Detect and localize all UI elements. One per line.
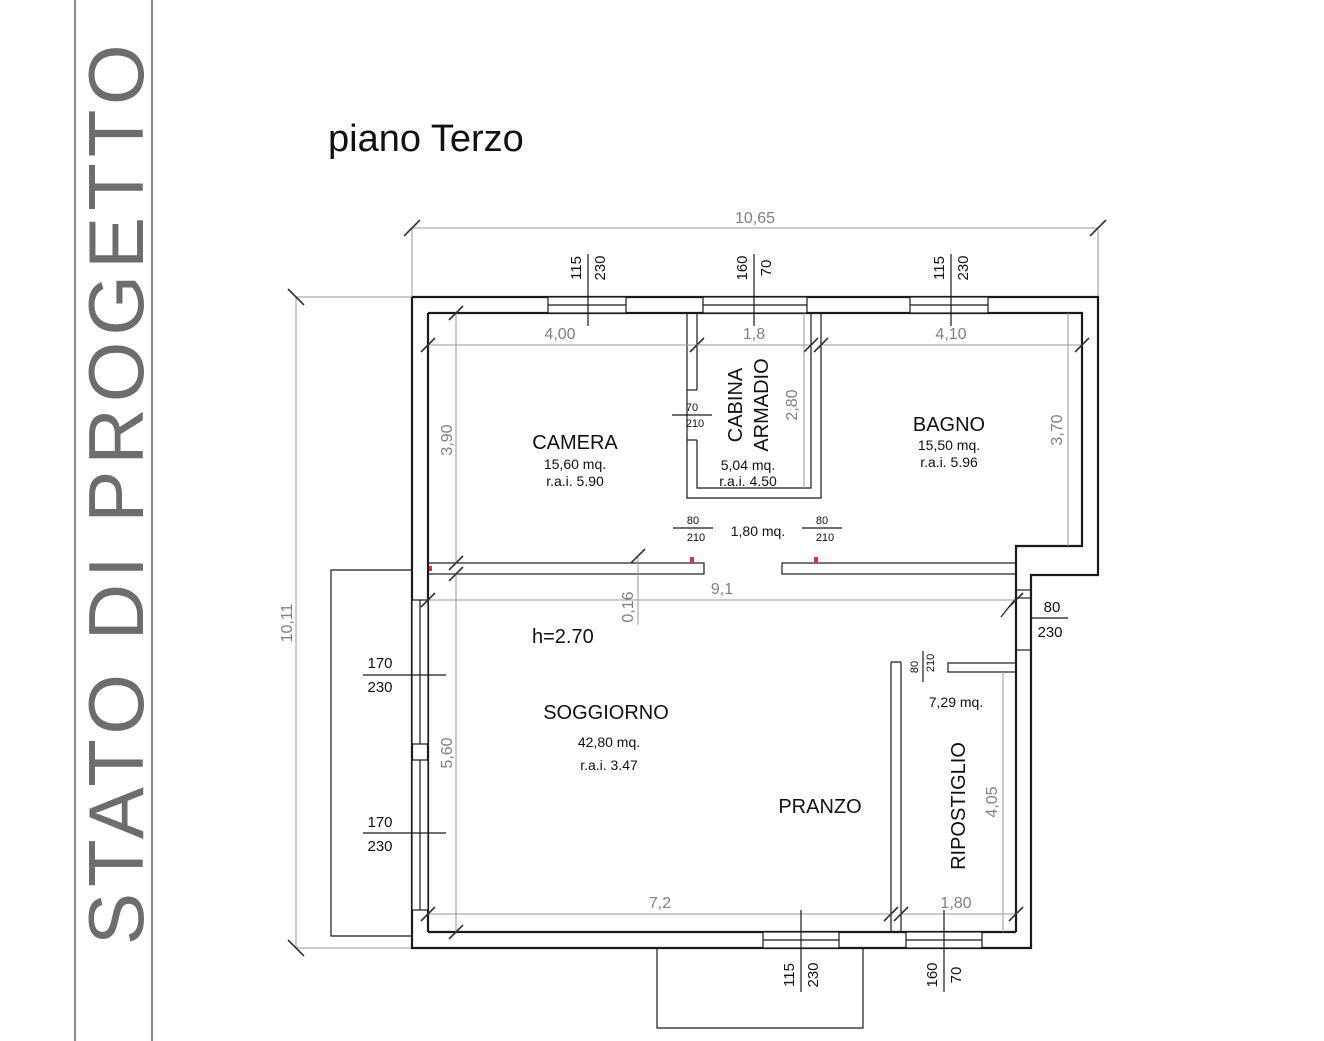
win-soggiorno-1-width: 170 — [367, 655, 392, 672]
overall-width-label: 10,65 — [735, 210, 775, 227]
win-cabina-height: 70 — [758, 260, 775, 277]
interior-walls — [427, 313, 1031, 932]
pranzo-name: PRANZO — [778, 796, 861, 818]
interior-dimensions: 4,00 1,8 4,10 3,90 2,80 3,70 9,1 0,16 — [420, 305, 1090, 940]
opening-win-camera: 115 230 — [568, 254, 609, 326]
cabina-area: 5,04 mq. — [721, 457, 775, 473]
opening-win-bagno: 115 230 — [931, 254, 972, 326]
door-ripostiglio-height: 210 — [925, 654, 937, 672]
ripostiglio-height-label: 4,05 — [984, 786, 1001, 817]
opening-win-soggiorno-1: 170 230 — [363, 655, 446, 696]
cabina-width-label: 1,8 — [743, 326, 765, 343]
cabina-height-label: 2,80 — [784, 389, 801, 420]
door-cabina-height: 210 — [686, 418, 704, 430]
win-camera-width: 115 — [568, 256, 585, 280]
bagno-name: BAGNO — [913, 414, 985, 436]
corridor-depth-label: 0,16 — [620, 591, 637, 622]
opening-win-soggiorno-2: 170 230 — [363, 814, 446, 855]
windows — [411, 296, 989, 949]
door-entrance-height: 230 — [1037, 624, 1062, 641]
win-bottom-2-height: 70 — [948, 967, 965, 984]
floor-title: piano Terzo — [328, 118, 524, 160]
opening-door-cabina: 70 210 — [672, 402, 712, 430]
cabina-name-line2: ARMADIO — [751, 358, 773, 451]
opening-door-ripostiglio: 80 210 — [909, 651, 937, 682]
soggiorno-width-label: 7,2 — [649, 895, 671, 912]
camera-width-label: 4,00 — [544, 326, 575, 343]
balcony-bottom — [656, 948, 864, 1029]
room-soggiorno: h=2.70 SOGGIORNO 42,80 mq. r.a.i. 3.47 — [532, 626, 669, 773]
camera-rai: r.a.i. 5.90 — [546, 473, 604, 489]
bagno-width-label: 4,10 — [935, 326, 966, 343]
win-bagno-height: 230 — [955, 255, 972, 280]
soggiorno-rai: r.a.i. 3.47 — [580, 757, 638, 773]
overall-height-dimension: 10,11 — [279, 288, 412, 957]
soggiorno-name: SOGGIORNO — [543, 702, 669, 724]
opening-win-bottom-1: 115 230 — [781, 910, 822, 992]
room-bagno: BAGNO 15,50 mq. r.a.i. 5.96 — [913, 414, 985, 470]
overall-width-dimension: 10,65 — [403, 210, 1107, 297]
door-bagno-height: 210 — [816, 532, 834, 544]
opening-win-cabina: 160 70 — [734, 254, 775, 326]
corridor-area: 1,80 mq. — [731, 523, 785, 539]
cabina-rai: r.a.i. 4.50 — [719, 473, 777, 489]
door-camera-width: 80 — [687, 515, 699, 527]
win-soggiorno-2-height: 230 — [367, 838, 392, 855]
win-soggiorno-2-width: 170 — [367, 814, 392, 831]
soggiorno-height: h=2.70 — [532, 626, 594, 648]
corridor-width-label: 9,1 — [711, 581, 733, 598]
ripostiglio-width-label: 1,80 — [940, 895, 971, 912]
win-bottom-2-width: 160 — [924, 962, 941, 987]
door-bagno-width: 80 — [816, 515, 828, 527]
side-title-frame: STATO DI PROGETTO — [72, 0, 160, 1041]
bagno-area: 15,50 mq. — [918, 437, 980, 453]
side-title: STATO DI PROGETTO — [72, 38, 160, 945]
soggiorno-area: 42,80 mq. — [578, 734, 640, 750]
soggiorno-height-label: 5,60 — [439, 737, 456, 768]
cabina-name-line1: CABINA — [725, 367, 747, 442]
door-ripostiglio-width: 80 — [909, 661, 921, 673]
room-cabina-armadio: CABINA ARMADIO 5,04 mq. r.a.i. 4.50 — [719, 358, 777, 489]
win-bottom-1-width: 115 — [781, 963, 798, 987]
camera-height-label: 3,90 — [439, 424, 456, 455]
door-entrance-width: 80 — [1044, 599, 1061, 616]
bagno-rai: r.a.i. 5.96 — [920, 454, 978, 470]
door-cabina-width: 70 — [686, 402, 698, 414]
balcony-left — [330, 569, 412, 937]
win-soggiorno-1-height: 230 — [367, 679, 392, 696]
camera-area: 15,60 mq. — [544, 456, 606, 472]
overall-height-label: 10,11 — [279, 603, 296, 642]
ripostiglio-area: 7,29 mq. — [929, 694, 983, 710]
door-camera-height: 210 — [687, 532, 705, 544]
opening-door-camera: 80 210 — [673, 515, 713, 544]
camera-name: CAMERA — [532, 432, 618, 454]
room-camera: CAMERA 15,60 mq. r.a.i. 5.90 — [532, 432, 618, 489]
opening-win-bottom-2: 160 70 — [924, 910, 965, 992]
bagno-height-label: 3,70 — [1049, 414, 1066, 445]
ripostiglio-name: RIPOSTIGLIO — [948, 742, 970, 870]
room-ripostiglio: 7,29 mq. RIPOSTIGLIO — [929, 694, 983, 870]
win-camera-height: 230 — [592, 255, 609, 280]
win-bottom-1-height: 230 — [805, 962, 822, 987]
opening-door-bagno: 80 210 — [802, 515, 842, 544]
win-bagno-width: 115 — [931, 256, 948, 280]
opening-door-entrance: 80 230 — [1031, 599, 1068, 641]
win-cabina-width: 160 — [734, 255, 751, 280]
